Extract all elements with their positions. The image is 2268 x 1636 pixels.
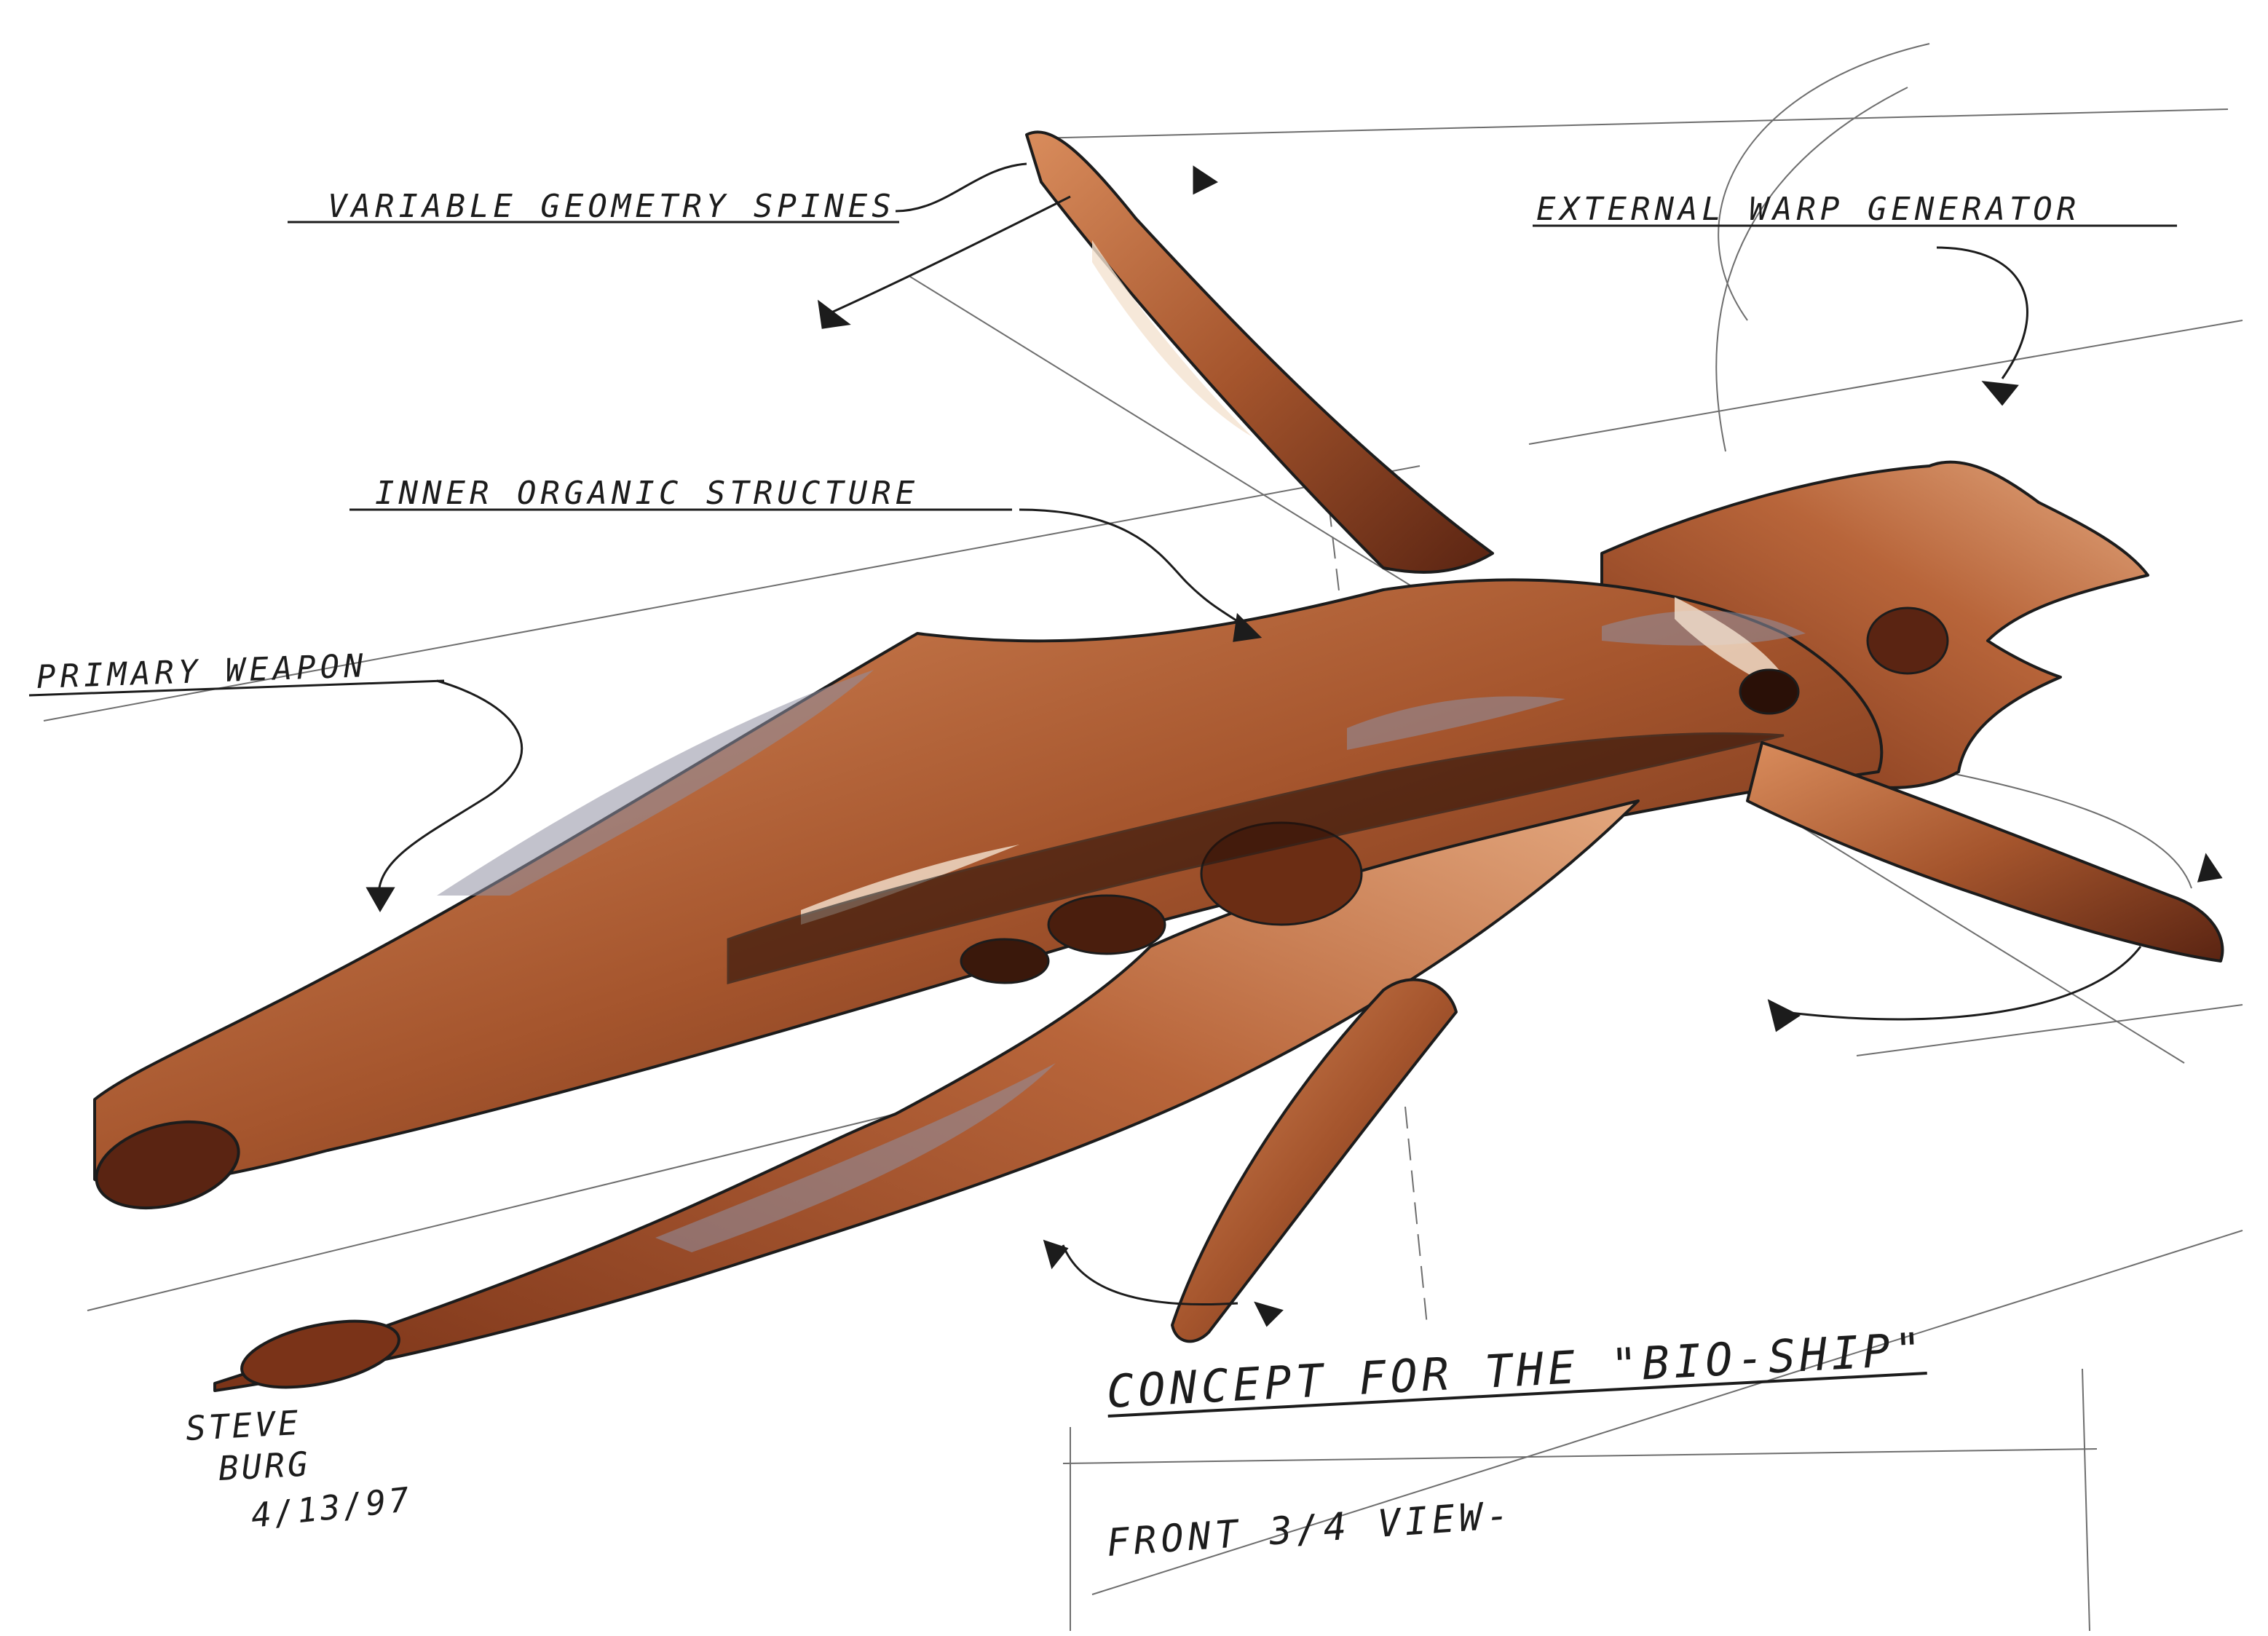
lower-nose-pod bbox=[240, 1319, 400, 1389]
upper-nose-pod bbox=[95, 1120, 240, 1210]
callout-arrows bbox=[366, 162, 2223, 1327]
callout-variable-geometry-spines: VARIABLE GEOMETRY SPINES bbox=[328, 188, 896, 225]
artist-first-name: STEVE bbox=[184, 1402, 302, 1448]
artist-last-name: BURG bbox=[217, 1444, 312, 1488]
callout-external-warp-generator: EXTERNAL WARP GENERATOR bbox=[1536, 191, 2081, 228]
inner-organic-structure bbox=[727, 606, 1949, 984]
callout-underlines bbox=[28, 221, 2177, 697]
right-spine bbox=[1746, 741, 2224, 963]
lower-spine bbox=[1171, 978, 1458, 1343]
callout-inner-organic-structure: INNER ORGANIC STRUCTURE bbox=[375, 475, 920, 512]
lower-weapon-arm bbox=[213, 799, 1640, 1392]
bio-ship-hull bbox=[93, 130, 2224, 1392]
upper-spine bbox=[1025, 130, 1494, 574]
